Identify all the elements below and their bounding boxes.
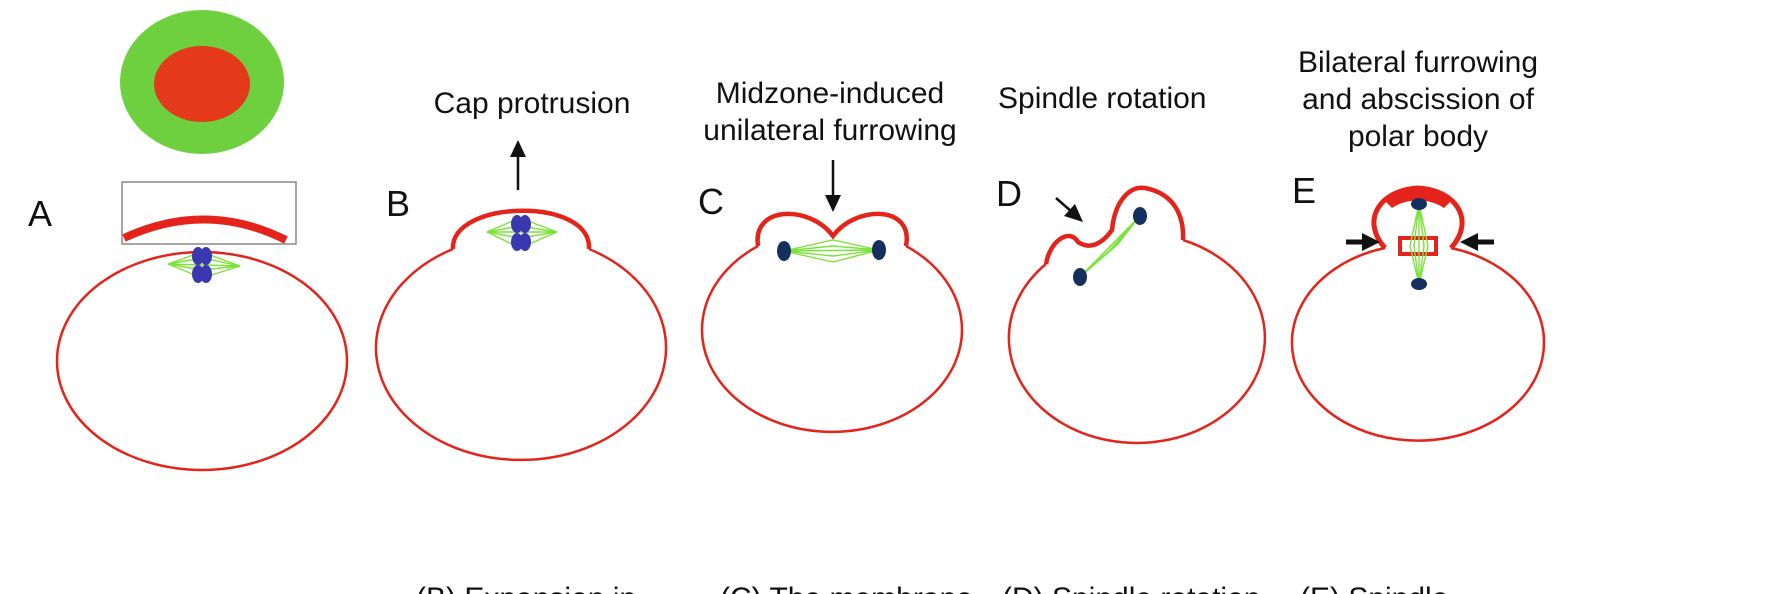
oocyte-membrane-d <box>1007 238 1267 445</box>
chromosome-pole-upper-e <box>1411 198 1427 210</box>
panel-letter-c: C <box>698 181 724 222</box>
panel-d: D Spindle rotation <box>996 82 1267 445</box>
caption-b: (B) Expansion in <box>416 582 636 594</box>
panel-title-d-line-1: Spindle rotation <box>998 82 1206 115</box>
left-arrow-icon <box>1346 233 1380 251</box>
protrusion-cap-b <box>450 208 592 250</box>
chromosome-pole-lower-d <box>1073 268 1087 286</box>
panel-title-c-line-2: unilateral furrowing <box>703 114 956 147</box>
panel-letter-b: B <box>386 183 410 224</box>
caption-d: (D) Spindle rotation <box>1002 582 1260 594</box>
spindle-d <box>1079 215 1141 278</box>
spindle-c <box>783 239 880 263</box>
panel-title-e-line-3: polar body <box>1348 120 1488 153</box>
cortex-inset <box>120 10 284 154</box>
caption-c: (C) The membrane <box>720 582 973 594</box>
up-arrow-icon <box>510 140 526 190</box>
chromosome-pole-upper-d <box>1133 207 1147 225</box>
panel-title-b-line-1: Cap protrusion <box>434 87 631 120</box>
panel-title-c-line-1: Midzone-induced <box>716 77 944 110</box>
polar-body-e <box>1371 185 1465 256</box>
chromosomes-b <box>511 215 531 251</box>
right-arrow-icon <box>1460 233 1494 251</box>
chromosome-pole-lower-e <box>1411 278 1427 290</box>
zoom-box <box>121 181 297 245</box>
oocyte-membrane-c <box>700 244 964 434</box>
panel-title-e-line-2: and abscission of <box>1302 83 1534 116</box>
panel-letter-e: E <box>1292 170 1316 211</box>
oocyte-membrane-a <box>55 250 349 472</box>
cortex-inner-core <box>154 46 250 122</box>
chromosome-pole-left-c <box>777 241 791 261</box>
panel-e: E Bilateral furrowing and abscission of … <box>1290 46 1546 442</box>
captions-row: (B) Expansion in (C) The membrane (D) Sp… <box>416 582 1448 594</box>
panel-a: A <box>28 10 349 472</box>
chromosomes-a <box>192 247 212 283</box>
panel-letter-d: D <box>996 173 1022 214</box>
panel-c: C Midzone-induced unilateral furrowing <box>698 77 964 434</box>
oocyte-membrane-b <box>374 247 668 462</box>
rotation-lobes-d <box>1043 185 1186 265</box>
down-arrow-icon <box>825 160 841 212</box>
panel-letter-a: A <box>28 193 52 234</box>
diagonal-arrow-icon <box>1055 197 1083 222</box>
furrow-lobes-c <box>755 211 909 247</box>
chromosome-pole-right-c <box>872 240 886 260</box>
oocyte-membrane-e <box>1290 246 1546 442</box>
spindle-e <box>1409 203 1429 285</box>
panel-b: B Cap protrusion <box>374 87 668 462</box>
caption-e: (E) Spindle <box>1300 582 1448 594</box>
cortical-cap-a <box>122 215 288 244</box>
panel-title-e-line-1: Bilateral furrowing <box>1298 46 1538 79</box>
